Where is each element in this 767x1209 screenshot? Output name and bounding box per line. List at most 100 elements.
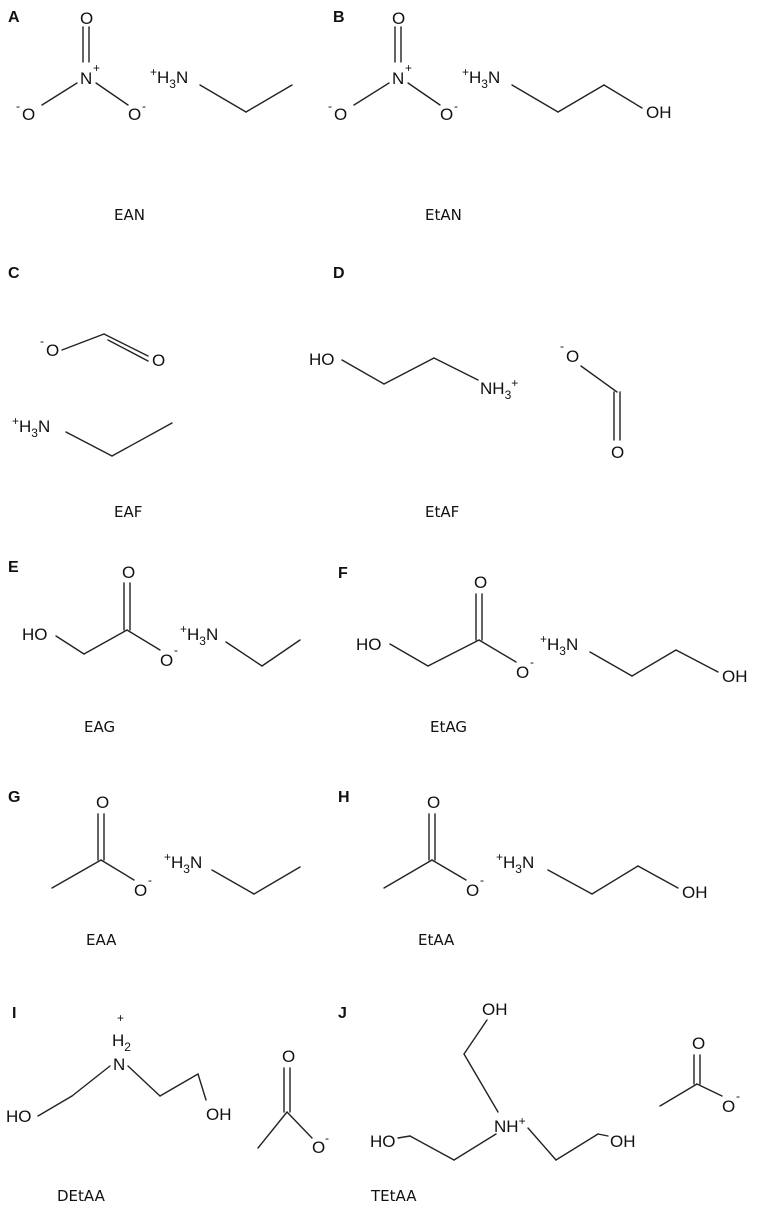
subscript: 3: [199, 634, 206, 648]
bond: [580, 365, 618, 393]
caption-e: EAG: [84, 718, 115, 736]
subscript: 3: [559, 644, 566, 658]
atom-n: N: [113, 1055, 125, 1074]
atom-h: H: [187, 625, 199, 644]
bond: [341, 359, 385, 385]
bond: [383, 357, 435, 385]
atom-n: N: [80, 69, 92, 88]
atom-ho: HO: [6, 1107, 32, 1126]
charge-plus: +: [180, 622, 187, 636]
bond: [107, 339, 149, 362]
caption-h: EtAA: [418, 931, 455, 949]
atom-n: N: [176, 68, 188, 87]
atom-o: O: [392, 9, 405, 28]
charge-minus: -: [40, 334, 44, 348]
bond: [159, 1073, 199, 1097]
atom-o: O: [440, 105, 453, 124]
bond: [557, 84, 605, 113]
bond: [127, 1065, 161, 1097]
atom-ho: HO: [22, 625, 48, 644]
caption-c: EAF: [114, 503, 142, 521]
nitrate-anion: O N + - O O -: [328, 9, 458, 124]
bond: [397, 1135, 411, 1139]
bond: [37, 1095, 73, 1117]
charge-minus: -: [174, 643, 178, 657]
bond: [103, 333, 149, 357]
charge-minus: -: [480, 873, 484, 887]
ethylammonium-cation: +H3N: [150, 65, 293, 113]
subscript: 3: [183, 862, 190, 876]
diethanolammonium-cation: + H2 N HO OH: [6, 1011, 232, 1126]
svg-text:+H3N: +H3N: [462, 65, 500, 91]
atom-o: O: [134, 881, 147, 900]
bond: [126, 629, 161, 651]
caption-a: EAN: [114, 206, 145, 224]
bond: [453, 1133, 497, 1161]
atom-n: N: [566, 635, 578, 654]
atom-h: H: [171, 853, 183, 872]
atom-o: O: [312, 1138, 325, 1157]
caption-g: EAA: [86, 931, 117, 949]
atom-n: N: [190, 853, 202, 872]
atom-ho: HO: [370, 1132, 396, 1151]
atom-o: O: [566, 347, 579, 366]
bond: [286, 1111, 313, 1139]
panel-letter-a: A: [8, 9, 20, 26]
panel-letter-g: G: [8, 789, 20, 806]
atom-h: H: [157, 68, 169, 87]
panel-c: C - O O +H3N EAF: [8, 265, 173, 521]
charge-plus: +: [462, 65, 469, 79]
bond: [427, 639, 480, 667]
charge-minus: -: [142, 99, 146, 113]
atom-o: O: [160, 651, 173, 670]
atom-o: O: [516, 663, 529, 682]
charge-plus: +: [511, 376, 518, 390]
caption-b: EtAN: [425, 206, 462, 224]
charge-minus: -: [328, 99, 332, 113]
charge-minus: -: [560, 339, 564, 353]
bond: [589, 651, 633, 677]
bond: [71, 1065, 111, 1097]
bond: [83, 629, 128, 655]
bond: [555, 1133, 599, 1161]
atom-oh: OH: [610, 1132, 636, 1151]
atom-n: N: [38, 417, 50, 436]
panel-letter-e: E: [8, 559, 19, 576]
bond: [597, 1133, 609, 1137]
atom-h: H: [547, 635, 559, 654]
subscript: 3: [505, 388, 512, 402]
nitrate-anion: O N + - O O -: [16, 9, 146, 124]
bond: [637, 865, 679, 889]
svg-text:+H3N: +H3N: [180, 622, 218, 648]
bond: [527, 1127, 557, 1161]
charge-minus: -: [325, 1131, 329, 1145]
charge-plus: +: [519, 1114, 526, 1128]
panel-b: B O N + - O O - +H3N OH EtAN: [328, 9, 672, 224]
atom-oh: OH: [482, 1000, 508, 1019]
svg-text:NH+: NH+: [494, 1114, 526, 1136]
bond: [383, 859, 433, 889]
bond: [478, 639, 517, 663]
bond: [211, 869, 255, 895]
charge-plus: +: [150, 65, 157, 79]
formate-anion: - O O: [40, 333, 165, 370]
svg-text:+H3N: +H3N: [496, 850, 534, 876]
panel-d: D HO NH3+ - O O EtAF: [309, 265, 624, 521]
atom-o: O: [692, 1034, 705, 1053]
panel-letter-c: C: [8, 265, 20, 282]
ethanolammonium-cation: +H3N OH: [462, 65, 672, 122]
bond: [261, 639, 301, 667]
atom-o: O: [282, 1047, 295, 1066]
ethylammonium-cation: +H3N: [164, 850, 301, 895]
panel-letter-i: I: [12, 1005, 16, 1022]
bond: [65, 431, 113, 457]
ethanolammonium-cation: HO NH3+: [309, 350, 518, 402]
panel-g: G O O - +H3N EAA: [8, 789, 301, 949]
atom-n: N: [494, 1117, 506, 1136]
atom-o: O: [122, 563, 135, 582]
atom-ho: HO: [356, 635, 382, 654]
panel-letter-j: J: [338, 1005, 347, 1022]
bond: [407, 82, 441, 106]
atom-oh: OH: [646, 103, 672, 122]
bond: [253, 866, 301, 895]
